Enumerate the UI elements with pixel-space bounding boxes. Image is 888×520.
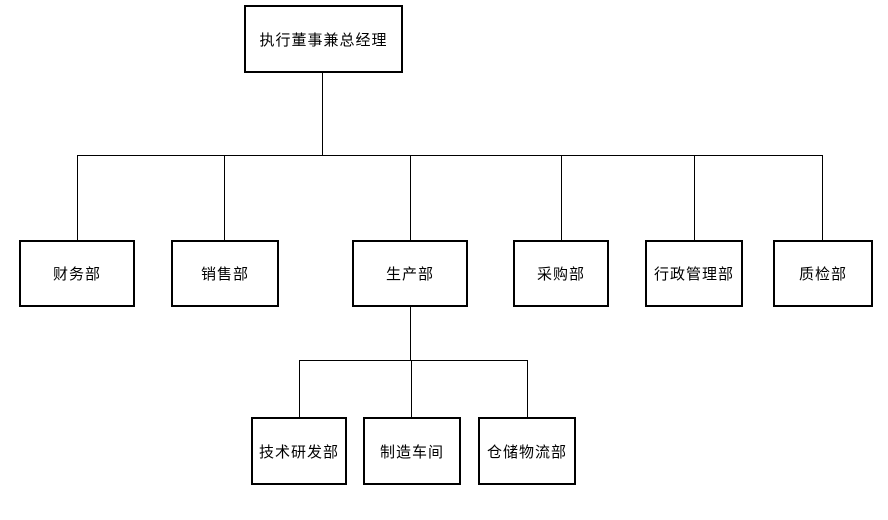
node-quality-dept: 质检部 xyxy=(773,240,873,307)
connector-drop-purchasing xyxy=(561,155,562,240)
connector-level3-bus xyxy=(299,360,527,361)
node-executive-director-label: 执行董事兼总经理 xyxy=(259,31,388,49)
connector-drop-finance xyxy=(77,155,78,240)
connector-drop-production xyxy=(410,155,411,240)
node-finance-dept-label: 财务部 xyxy=(52,266,101,283)
node-executive-director: 执行董事兼总经理 xyxy=(244,5,403,73)
node-admin-dept-label: 行政管理部 xyxy=(653,266,734,283)
node-warehouse-logistics-dept: 仓储物流部 xyxy=(478,417,576,485)
node-sales-dept: 销售部 xyxy=(171,240,279,307)
connector-drop-admin xyxy=(694,155,695,240)
node-production-dept: 生产部 xyxy=(352,240,468,307)
node-warehouse-logistics-dept-label: 仓储物流部 xyxy=(486,443,567,461)
connector-production-stem xyxy=(410,307,411,360)
node-finance-dept: 财务部 xyxy=(19,240,135,307)
node-purchasing-dept: 采购部 xyxy=(513,240,609,307)
node-purchasing-dept-label: 采购部 xyxy=(536,266,585,283)
node-manufacturing-workshop-label: 制造车间 xyxy=(379,443,444,461)
connector-drop-sales xyxy=(224,155,225,240)
node-admin-dept: 行政管理部 xyxy=(645,240,743,307)
node-sales-dept-label: 销售部 xyxy=(200,266,249,283)
node-manufacturing-workshop: 制造车间 xyxy=(363,417,461,485)
connector-drop-rnd xyxy=(299,360,300,417)
connector-level2-bus xyxy=(77,155,823,156)
node-production-dept-label: 生产部 xyxy=(385,266,434,283)
node-rnd-dept: 技术研发部 xyxy=(251,417,347,485)
node-rnd-dept-label: 技术研发部 xyxy=(258,443,339,461)
connector-drop-quality xyxy=(822,155,823,240)
connector-drop-workshop xyxy=(411,360,412,417)
node-quality-dept-label: 质检部 xyxy=(798,266,847,283)
connector-root-stem xyxy=(322,73,323,155)
connector-drop-warehouse xyxy=(527,360,528,417)
